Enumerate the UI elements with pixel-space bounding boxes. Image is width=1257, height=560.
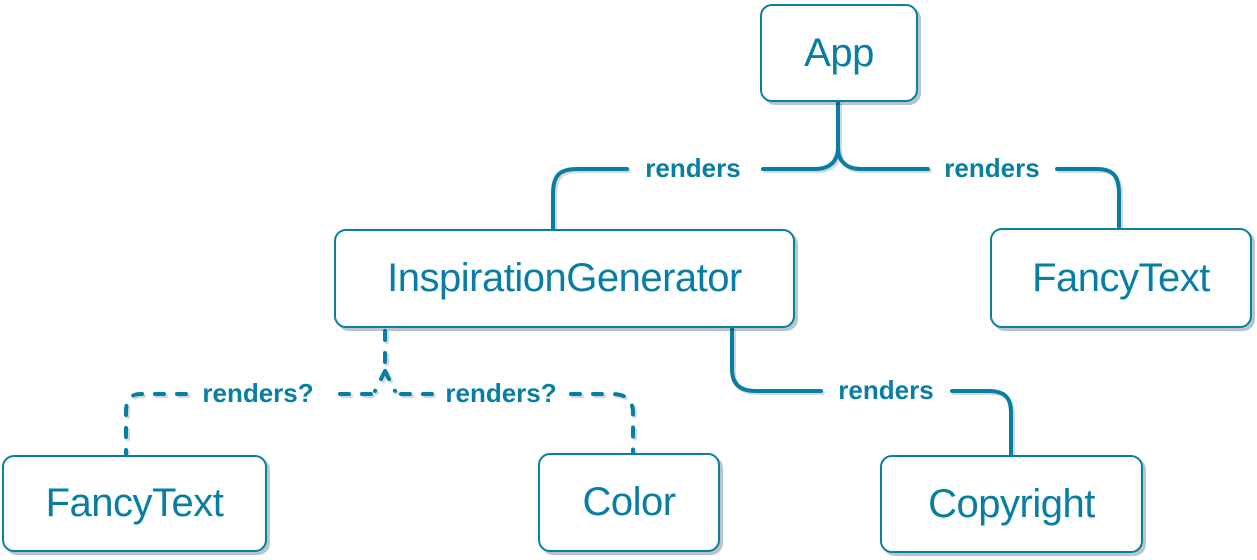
edge-label-app-fancytext: renders: [944, 153, 1040, 183]
node-inspiration-generator: InspirationGenerator: [334, 229, 795, 328]
edge-label-inspirationgenerator-color: renders?: [445, 378, 557, 408]
edge-inspirationgenerator-to-copyright-line-left: [730, 327, 823, 393]
edge-app-to-fancytext-line-right: [1055, 167, 1121, 229]
edge-label-app-inspirationgenerator: renders: [645, 153, 741, 183]
edge-inspirationgenerator-to-color-dashed-right: [569, 392, 635, 454]
edge-inspirationgenerator-to-fancytext-dashed-right: [124, 392, 188, 456]
edge-inspirationgenerator-to-fancytext-dashed-flare: [373, 369, 387, 393]
node-copyright-label: Copyright: [928, 481, 1095, 526]
edge-inspirationgenerator-to-color-dashed-flare: [383, 369, 397, 393]
edge-app-to-inspirationgenerator-line-left: [761, 145, 840, 171]
node-inspiration-generator-label: InspirationGenerator: [387, 256, 742, 300]
node-color: Color: [538, 453, 720, 552]
edge-app-to-fancytext-line-left: [836, 145, 930, 171]
node-fancy-text-top-label: FancyText: [1032, 255, 1210, 300]
node-fancy-text-top: FancyText: [990, 228, 1252, 328]
node-fancy-text-bottom-label: FancyText: [45, 481, 224, 525]
node-app-label: App: [804, 30, 874, 75]
edge-label-inspirationgenerator-fancytext: renders?: [202, 378, 314, 408]
edge-inspirationgenerator-to-copyright-line-right: [950, 389, 1013, 456]
node-app: App: [760, 4, 918, 102]
edge-app-to-inspirationgenerator-line-right: [551, 167, 629, 230]
edge-label-inspirationgenerator-copyright: renders: [838, 375, 934, 405]
node-fancy-text-bottom: FancyText: [2, 455, 267, 552]
node-copyright: Copyright: [880, 455, 1143, 553]
node-color-label: Color: [582, 480, 676, 524]
